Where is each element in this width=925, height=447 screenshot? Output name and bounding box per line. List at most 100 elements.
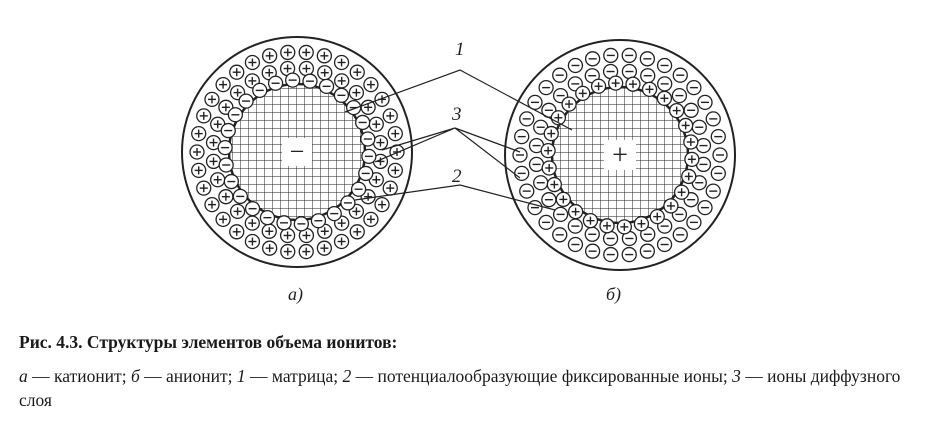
anion-ion	[710, 165, 726, 182]
anion-ion	[656, 236, 673, 253]
cation-ion	[368, 116, 384, 132]
cation-ion	[363, 76, 379, 93]
anion-ion	[671, 87, 688, 104]
anion-ion	[340, 195, 356, 211]
cation-ion	[546, 176, 562, 193]
anion-ion	[514, 128, 530, 145]
cation-ion	[261, 240, 278, 256]
cation-ion	[633, 216, 650, 232]
cation-ion	[196, 108, 212, 124]
cation-ion	[215, 211, 231, 228]
panel-b-center-sign: +	[612, 140, 628, 171]
cation-ion	[368, 172, 384, 188]
anion-ion	[238, 93, 254, 109]
panel-b-anion-exchanger: + б)	[504, 39, 736, 305]
caption-item-text: — ионы диффузного слоя	[19, 366, 901, 410]
anion-ion	[603, 246, 619, 263]
cation-ion	[191, 162, 207, 179]
anion-ion	[683, 102, 699, 118]
panel-a-cation-exchanger: − а)	[181, 36, 413, 305]
panel-a-center-sign: −	[290, 137, 305, 166]
cation-ion	[334, 73, 350, 89]
caption-item-text: — потенциалообразующие фиксированные ион…	[351, 366, 733, 386]
anion-ion	[552, 227, 568, 243]
cation-ion	[656, 90, 673, 106]
callout-label-3: 3	[451, 104, 462, 125]
cation-ion	[363, 211, 379, 228]
cation-ion	[387, 125, 403, 142]
anion-ion	[639, 51, 656, 67]
cation-ion	[360, 99, 376, 115]
anion-ion	[528, 156, 545, 173]
anion-ion	[512, 147, 528, 163]
cation-ion	[280, 44, 296, 61]
cation-ion	[333, 54, 350, 71]
anion-ion	[697, 199, 713, 216]
anion-ion	[252, 82, 268, 99]
cation-ion	[189, 144, 205, 160]
caption-item-key: б	[130, 366, 140, 386]
callout-label-1: 1	[455, 39, 465, 60]
caption-item-text: — матрица;	[245, 366, 343, 386]
anion-ion	[514, 165, 530, 182]
cation-ion	[244, 54, 261, 71]
anion-ion	[350, 181, 367, 197]
panel-b-label: б)	[606, 284, 621, 305]
anion-ion	[293, 216, 309, 232]
panel-b-ions	[512, 47, 728, 263]
cation-ion	[608, 75, 624, 91]
caption-item-key: 2	[342, 366, 352, 386]
cation-ion	[567, 204, 584, 220]
callout-line-3b	[454, 127, 521, 153]
caption-item-text: — анионит;	[139, 366, 237, 386]
cation-ion	[575, 85, 591, 102]
cation-ion	[215, 76, 231, 93]
cation-ion	[669, 102, 685, 119]
cation-ion	[590, 78, 607, 94]
cation-ion	[218, 189, 234, 205]
cation-ion	[387, 162, 403, 179]
cation-ion	[298, 60, 315, 77]
caption-item-key: а	[19, 366, 28, 386]
anion-ion	[355, 114, 371, 131]
anion-ion	[567, 57, 584, 74]
anion-ion	[705, 111, 721, 127]
anion-ion	[584, 51, 601, 67]
anion-ion	[567, 218, 583, 234]
cation-ion	[317, 65, 333, 81]
anion-ion	[346, 99, 362, 116]
anion-ion	[697, 94, 713, 111]
panel-a-label: а)	[288, 284, 303, 305]
cation-ion	[333, 233, 350, 250]
anion-ion	[533, 175, 549, 191]
cation-ion	[684, 151, 700, 167]
anion-ion	[361, 148, 377, 164]
anion-ion	[712, 147, 728, 163]
cation-ion	[298, 243, 314, 260]
anion-ion	[695, 156, 712, 173]
cation-ion	[374, 91, 390, 108]
callout-line-3c	[454, 127, 521, 179]
anion-ion	[519, 183, 535, 199]
ionite-structure-figure: − а) + б) 1 3 2	[181, 36, 736, 305]
cation-ion	[540, 143, 556, 159]
anion-ion	[603, 47, 619, 64]
anion-ion	[686, 214, 702, 231]
cation-ion	[205, 134, 222, 151]
cation-ion	[261, 48, 278, 64]
cation-ion	[279, 60, 296, 77]
cation-ion	[663, 198, 679, 214]
cation-ion	[316, 240, 333, 256]
cation-ion	[541, 160, 557, 176]
anion-ion	[310, 213, 327, 229]
figure-caption-body: а — катионит; б — анионит; 1 — матрица; …	[19, 364, 909, 412]
anion-ion	[621, 246, 637, 263]
cation-ion	[582, 213, 599, 229]
anion-ion	[621, 63, 638, 80]
callout-label-2: 2	[452, 166, 462, 187]
anion-ion	[640, 68, 656, 84]
cation-ion	[280, 243, 296, 260]
cation-ion	[649, 208, 665, 225]
anion-ion	[602, 230, 619, 247]
anion-ion	[527, 94, 543, 111]
